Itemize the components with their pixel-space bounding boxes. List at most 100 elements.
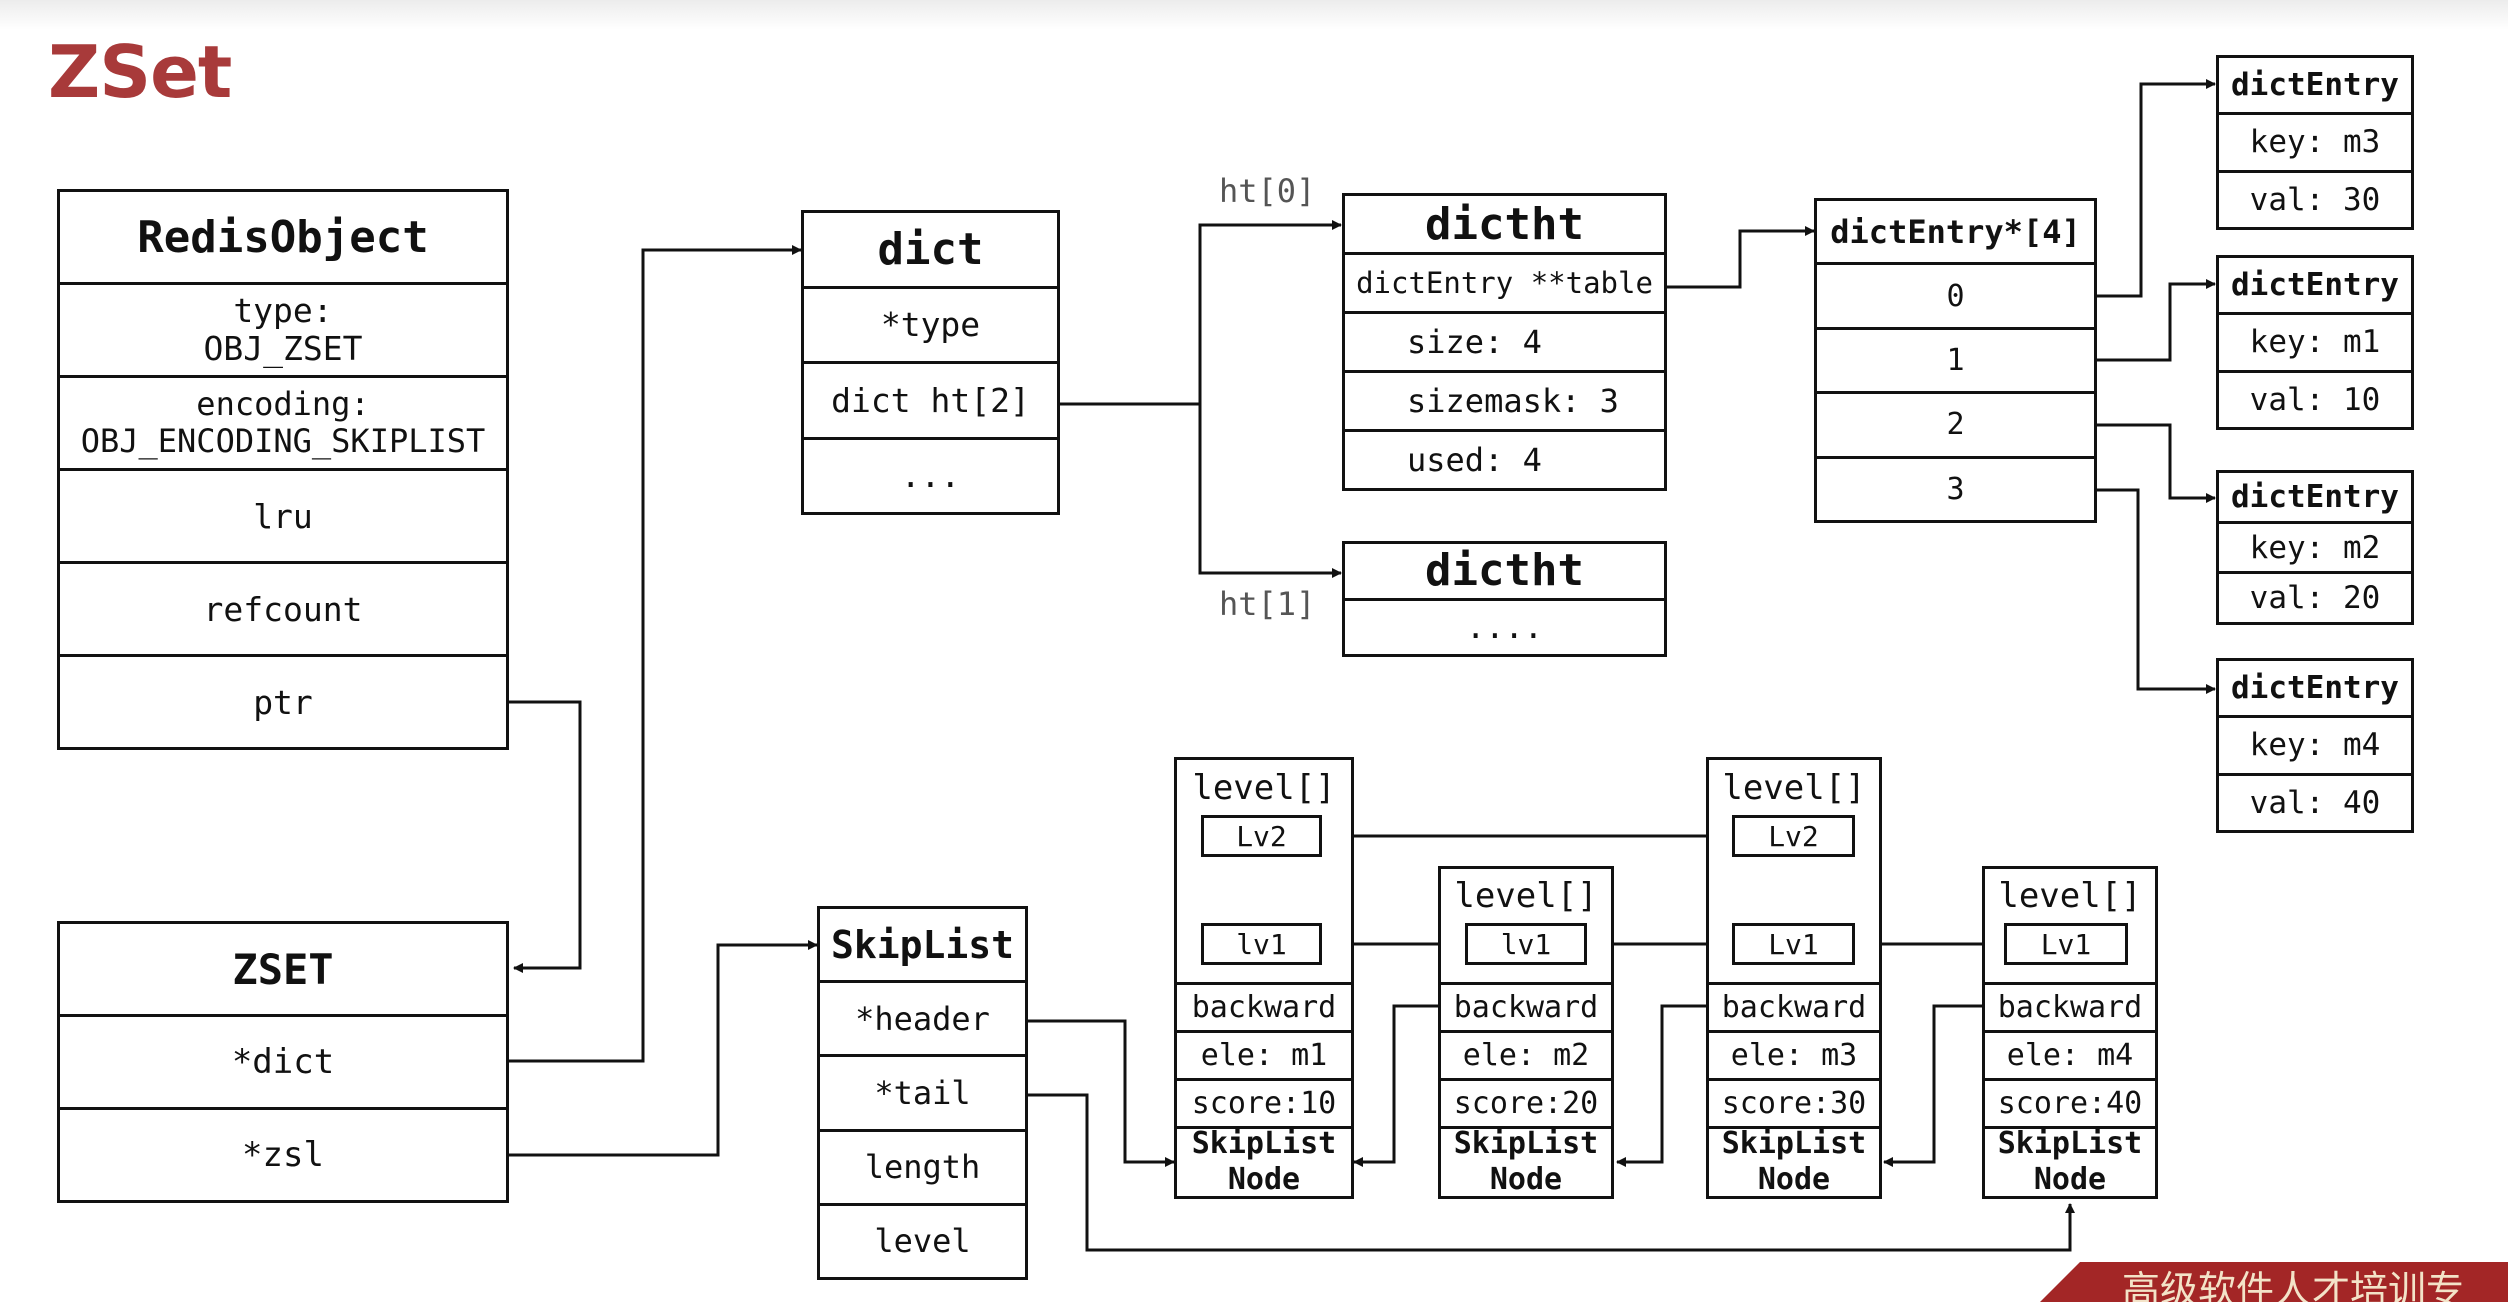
dictentry-m4: dictEntry key: m4 val: 40 bbox=[2216, 658, 2414, 833]
dictentry-m3: dictEntry key: m3 val: 30 bbox=[2216, 55, 2414, 230]
node-level-area bbox=[1441, 869, 1611, 985]
arrow-backward-n4 bbox=[1883, 1004, 1982, 1167]
arrow-ht1 bbox=[1198, 404, 1342, 578]
dictentry-header: dictEntry bbox=[2219, 58, 2411, 116]
node-lv1-slot: lv1 bbox=[1465, 923, 1587, 965]
node-score: score:40 bbox=[1985, 1081, 2155, 1129]
redisobject-lru: lru bbox=[60, 471, 506, 564]
arrow-header-to-node1 bbox=[1027, 1019, 1175, 1167]
dictentry-array-header: dictEntry*[4] bbox=[1817, 201, 2094, 266]
skiplist-node-m4: backward ele: m4 score:40 SkipList Node bbox=[1982, 866, 2158, 1199]
node-level-area bbox=[1985, 869, 2155, 985]
skiplist-level: level bbox=[874, 1222, 971, 1261]
arrow-tail-to-node4 bbox=[1027, 1093, 2075, 1252]
node-footer: SkipList Node bbox=[1191, 1128, 1337, 1196]
skiplist-length: length bbox=[820, 1132, 1025, 1206]
redisobject-refcount: refcount bbox=[60, 564, 506, 657]
dictht1-more: .... bbox=[1465, 608, 1544, 647]
node-level-label: level[] bbox=[1192, 768, 1336, 808]
node-lv2-slot: Lv2 bbox=[1201, 815, 1322, 857]
arrow-slot2 bbox=[2095, 423, 2216, 503]
node-score: score:10 bbox=[1177, 1081, 1351, 1129]
dict-box: dict *type dict ht[2] ... bbox=[801, 210, 1060, 515]
arrow-slot1 bbox=[2095, 279, 2216, 362]
zset-dict-pointer: *dict bbox=[60, 1017, 506, 1110]
dictentry-slot-1: 1 bbox=[1817, 330, 2094, 395]
skiplist-tail-pointer: *tail bbox=[820, 1057, 1025, 1132]
dictentry-m1: dictEntry key: m1 val: 10 bbox=[2216, 255, 2414, 430]
node-lv2-slot: Lv2 bbox=[1732, 815, 1855, 857]
node-backward: backward bbox=[1177, 985, 1351, 1033]
dictht0-box: dictht dictEntry **table size: 4 sizemas… bbox=[1342, 193, 1667, 491]
dictentry-header: dictEntry bbox=[2219, 473, 2411, 524]
arrow-ht0 bbox=[1198, 220, 1342, 404]
node-lv1-slot: lv1 bbox=[1201, 923, 1322, 965]
arrow-backward-n3 bbox=[1616, 1004, 1706, 1167]
dictht1-box: dictht .... bbox=[1342, 541, 1667, 657]
arrow-zsl-to-skiplist bbox=[508, 940, 818, 1157]
arrow-slot3 bbox=[2095, 488, 2216, 694]
dictht0-table: dictEntry **table bbox=[1345, 255, 1664, 314]
dictentry-header: dictEntry bbox=[2219, 661, 2411, 719]
dictht0-sizemask: sizemask: 3 bbox=[1345, 373, 1664, 432]
dictentry-m2: dictEntry key: m2 val: 20 bbox=[2216, 470, 2414, 625]
node-level-label: level[] bbox=[1998, 876, 2142, 916]
node-backward: backward bbox=[1985, 985, 2155, 1033]
redisobject-header: RedisObject bbox=[60, 192, 506, 285]
dictht0-header: dictht bbox=[1345, 196, 1664, 255]
ht0-label: ht[0] bbox=[1219, 172, 1316, 210]
node-backward: backward bbox=[1441, 985, 1611, 1033]
dict-header: dict bbox=[804, 213, 1057, 289]
skiplist-node-m2: backward ele: m2 score:20 SkipList Node bbox=[1438, 866, 1614, 1199]
dictht0-used: used: 4 bbox=[1407, 441, 1542, 479]
redisobject-encoding: encoding:OBJ_ENCODING_SKIPLIST bbox=[60, 378, 506, 471]
node-ele: ele: m1 bbox=[1177, 1033, 1351, 1081]
node-footer: SkipList Node bbox=[1997, 1128, 2143, 1196]
node-score: score:20 bbox=[1441, 1081, 1611, 1129]
dictentry-key: key: m3 bbox=[2219, 115, 2411, 173]
redisobject-ptr: ptr bbox=[253, 682, 313, 722]
dictentry-header: dictEntry bbox=[2219, 258, 2411, 316]
dict-more: ... bbox=[900, 456, 961, 496]
node-ele: ele: m2 bbox=[1441, 1033, 1611, 1081]
redisobject-box: RedisObject type:OBJ_ZSET encoding:OBJ_E… bbox=[57, 189, 509, 750]
dict-ht: dict ht[2] bbox=[804, 364, 1057, 440]
top-shade bbox=[0, 0, 2508, 30]
arrow-table-to-array bbox=[1665, 226, 1815, 289]
node-ele: ele: m4 bbox=[1985, 1033, 2155, 1081]
arrow-backward-n2 bbox=[1353, 1004, 1438, 1167]
zset-header: ZSET bbox=[60, 924, 506, 1017]
dictentry-val: val: 20 bbox=[2249, 580, 2381, 617]
brand-banner: 高级软件人才培训专 bbox=[2040, 1262, 2508, 1302]
dictentry-key: key: m2 bbox=[2219, 524, 2411, 575]
redisobject-type: type:OBJ_ZSET bbox=[60, 285, 506, 378]
arrow-ptr-to-zset bbox=[508, 700, 582, 973]
dictentry-val: val: 40 bbox=[2249, 784, 2381, 821]
dict-type: *type bbox=[804, 289, 1057, 364]
node-ele: ele: m3 bbox=[1709, 1033, 1879, 1081]
node-footer: SkipList Node bbox=[1453, 1128, 1599, 1196]
dictentry-array-box: dictEntry*[4] 0 1 2 3 bbox=[1814, 198, 2097, 523]
node-lv1-slot: Lv1 bbox=[1732, 923, 1855, 965]
dictentry-slot-2: 2 bbox=[1817, 394, 2094, 459]
node-level-area bbox=[1709, 760, 1879, 985]
node-level-label: level[] bbox=[1454, 876, 1598, 916]
zset-box: ZSET *dict *zsl bbox=[57, 921, 509, 1203]
node-score: score:30 bbox=[1709, 1081, 1879, 1129]
zset-zsl-pointer: *zsl bbox=[242, 1135, 324, 1175]
arrow-slot0 bbox=[2095, 79, 2216, 298]
page-title: ZSet bbox=[48, 30, 232, 114]
node-footer: SkipList Node bbox=[1721, 1128, 1867, 1196]
dictentry-slot-3: 3 bbox=[1946, 471, 1965, 507]
node-lv1-slot: Lv1 bbox=[2004, 923, 2128, 965]
node-backward: backward bbox=[1709, 985, 1879, 1033]
ht1-label: ht[1] bbox=[1219, 585, 1316, 623]
dictentry-val: val: 30 bbox=[2249, 181, 2381, 218]
skiplist-header: SkipList bbox=[820, 909, 1025, 984]
node-level-label: level[] bbox=[1722, 768, 1866, 808]
dictentry-key: key: m1 bbox=[2219, 315, 2411, 373]
dictht1-header: dictht bbox=[1345, 544, 1664, 601]
dictht0-size: size: 4 bbox=[1345, 314, 1664, 373]
skiplist-box: SkipList *header *tail length level bbox=[817, 906, 1028, 1280]
